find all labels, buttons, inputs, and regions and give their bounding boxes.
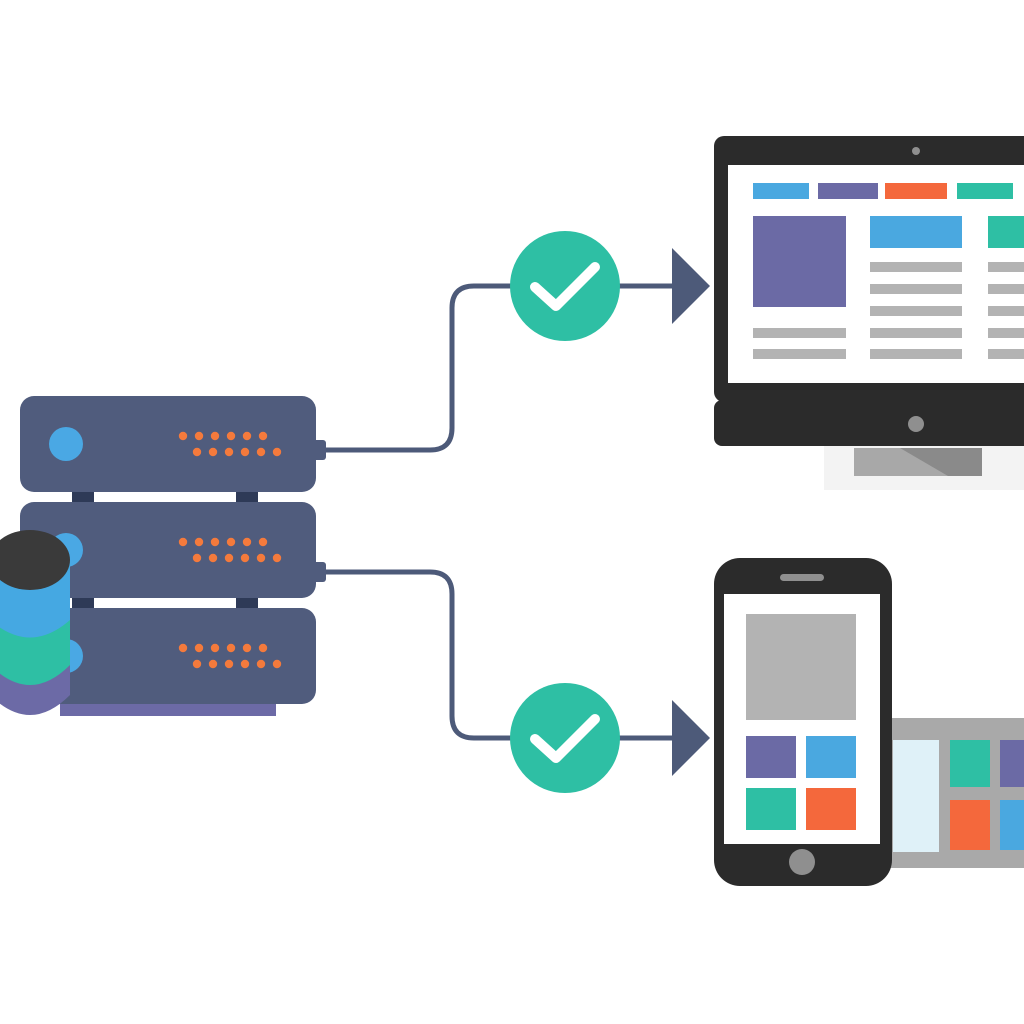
server-led-dot [208,447,218,457]
database-icon [0,530,70,715]
check-mark [530,262,600,311]
server-led-dot [272,659,282,669]
server-led-dot [178,431,188,441]
check-badge-mobile [510,683,620,793]
connection-line-to-desktop [315,283,672,453]
server-led-dot [178,643,188,653]
server-led-dot [210,643,220,653]
monitor-screen-content [753,183,1024,359]
server-led-dot [240,447,250,457]
server-led-dot [258,537,268,547]
server-led-dot [224,553,234,563]
server-led-dot [192,553,202,563]
server-led-dot [194,431,204,441]
server-led-dot [256,553,266,563]
server-led-dot [224,447,234,457]
check-icon [510,231,620,341]
server-led-dot [240,659,250,669]
server-led-dot [208,659,218,669]
check-icon [510,683,620,793]
server-led-dot [226,431,236,441]
server-led-dot [258,643,268,653]
tablet-icon [880,718,1024,868]
server-led-dot [242,537,252,547]
server-led-dot [226,643,236,653]
server-led-dot [272,447,282,457]
arrow-right-icon [672,700,710,776]
server-led-dot [224,659,234,669]
server-led-dot [240,553,250,563]
server-led-dot [272,553,282,563]
desktop-monitor-icon [714,136,1024,490]
server-led-dot [256,659,266,669]
smartphone-icon [714,558,892,886]
server-led-dot [208,553,218,563]
server-led-dot [242,643,252,653]
server-led-dot [256,447,266,457]
server-led-dot [258,431,268,441]
server-unit-1 [20,396,326,492]
server-led-dot [242,431,252,441]
arrow-right-icon [672,248,710,324]
server-led-dot [194,537,204,547]
check-mark [530,714,600,763]
server-led-dot [210,431,220,441]
server-led-dot [226,537,236,547]
check-badge-desktop [510,231,620,341]
server-led-dot [210,537,220,547]
connection-line-to-mobile [315,569,672,741]
server-led-dot [192,447,202,457]
server-led-dot [194,643,204,653]
server-led-dot [178,537,188,547]
server-led-dot [192,659,202,669]
